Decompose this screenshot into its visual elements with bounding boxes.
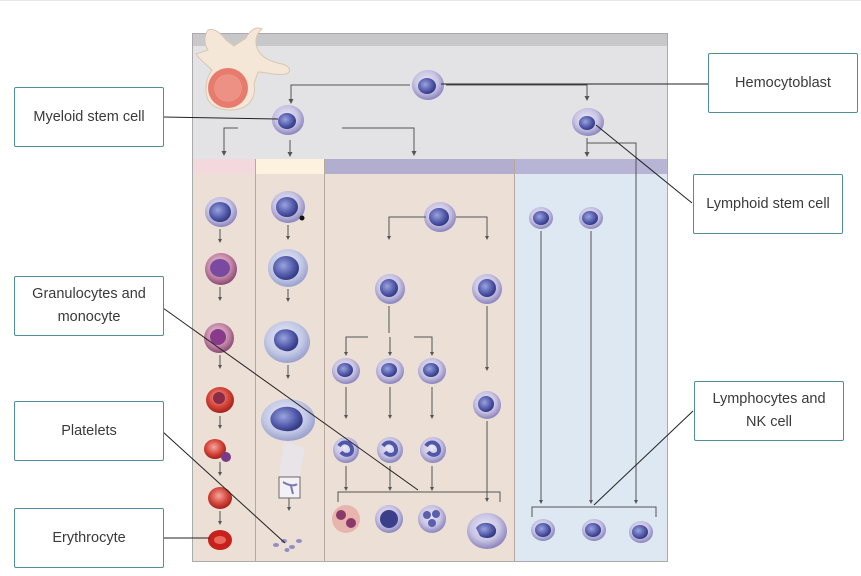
myeloid-stem-cell xyxy=(272,105,304,135)
label-lymphocytes-line2: NK cell xyxy=(746,414,792,430)
basophil xyxy=(375,505,403,533)
t-lymphocyte xyxy=(582,519,606,541)
b-lymphocyte xyxy=(531,519,555,541)
label-lymphocytes-line1: Lymphocytes and xyxy=(712,391,826,407)
erythroid-lineage xyxy=(204,197,237,550)
megakaryocyte xyxy=(264,321,310,363)
arrowheads-top xyxy=(221,96,590,157)
basophilic-erythroblast xyxy=(205,253,237,285)
panel-top-band xyxy=(192,33,668,46)
label-granulocytes-line1: Granulocytes and xyxy=(32,286,146,302)
t-lymphoblast xyxy=(579,207,603,229)
myeloid-header xyxy=(325,159,514,174)
reticulocyte-forming xyxy=(204,439,231,462)
leader-lymphocytes xyxy=(593,410,694,506)
myelocyte xyxy=(418,358,446,384)
label-lymphocytes-and-nk-cell[interactable]: Lymphocytes and NK cell xyxy=(694,381,844,441)
megakaryoblast xyxy=(271,191,305,223)
top-border xyxy=(0,0,861,1)
neutrophil xyxy=(418,505,446,533)
b-lymphoblast xyxy=(529,207,553,229)
myelocyte xyxy=(332,358,360,384)
label-myeloid-stem-cell[interactable]: Myeloid stem cell xyxy=(14,87,164,147)
proplatelet-box xyxy=(278,476,301,499)
promyelocyte xyxy=(375,274,405,304)
proerythroblast xyxy=(205,197,237,227)
band-cell xyxy=(377,437,403,463)
eosinophil xyxy=(332,505,360,533)
orthochromatic-erythroblast xyxy=(206,387,234,413)
label-granulocytes-and-monocyte[interactable]: Granulocytes and monocyte xyxy=(14,276,164,336)
label-lymphoid-stem-cell[interactable]: Lymphoid stem cell xyxy=(693,174,843,234)
mature-megakaryocyte xyxy=(261,399,315,441)
band-cell xyxy=(333,437,359,463)
leader-myeloid xyxy=(162,116,279,120)
megakaryocyte-fragment-zoom xyxy=(279,441,305,476)
erythrocyte-cell xyxy=(208,530,232,550)
lymphoid-stem-cell xyxy=(572,108,604,136)
label-erythrocyte[interactable]: Erythrocyte xyxy=(14,508,164,568)
erythroid-header xyxy=(192,159,255,174)
myelocyte xyxy=(376,358,404,384)
monocyte xyxy=(467,513,507,549)
hemocytoblast-cell xyxy=(412,70,444,100)
myeloid-column xyxy=(325,159,514,562)
label-hemocytoblast[interactable]: Hemocytoblast xyxy=(708,53,858,113)
megakaryocyte-header xyxy=(256,159,324,174)
platelets-cells xyxy=(273,539,302,552)
nk-cell xyxy=(629,521,653,543)
leader-platelets xyxy=(162,431,286,544)
promonocyte xyxy=(473,391,501,419)
leader-granulocytes xyxy=(162,307,419,491)
leader-lymphoid xyxy=(595,124,693,204)
megakaryocyte-lineage xyxy=(261,191,315,552)
myeloid-lineage xyxy=(332,202,507,549)
bone-illustration xyxy=(195,27,290,111)
panel-frame xyxy=(192,33,668,562)
band-cell xyxy=(420,437,446,463)
label-granulocytes-line2: monocyte xyxy=(57,309,121,325)
monoblast xyxy=(472,274,502,304)
leader-lines xyxy=(162,83,708,544)
polychromatic-erythroblast xyxy=(204,323,234,353)
main-panel xyxy=(192,33,668,562)
label-platelets[interactable]: Platelets xyxy=(14,401,164,461)
lymphoid-lineage xyxy=(529,142,657,543)
reticulocyte xyxy=(208,487,232,509)
myeloblast xyxy=(424,202,456,232)
stem-arrows xyxy=(223,84,588,153)
lymphoid-header xyxy=(515,159,668,174)
promegakaryocyte xyxy=(268,249,308,287)
